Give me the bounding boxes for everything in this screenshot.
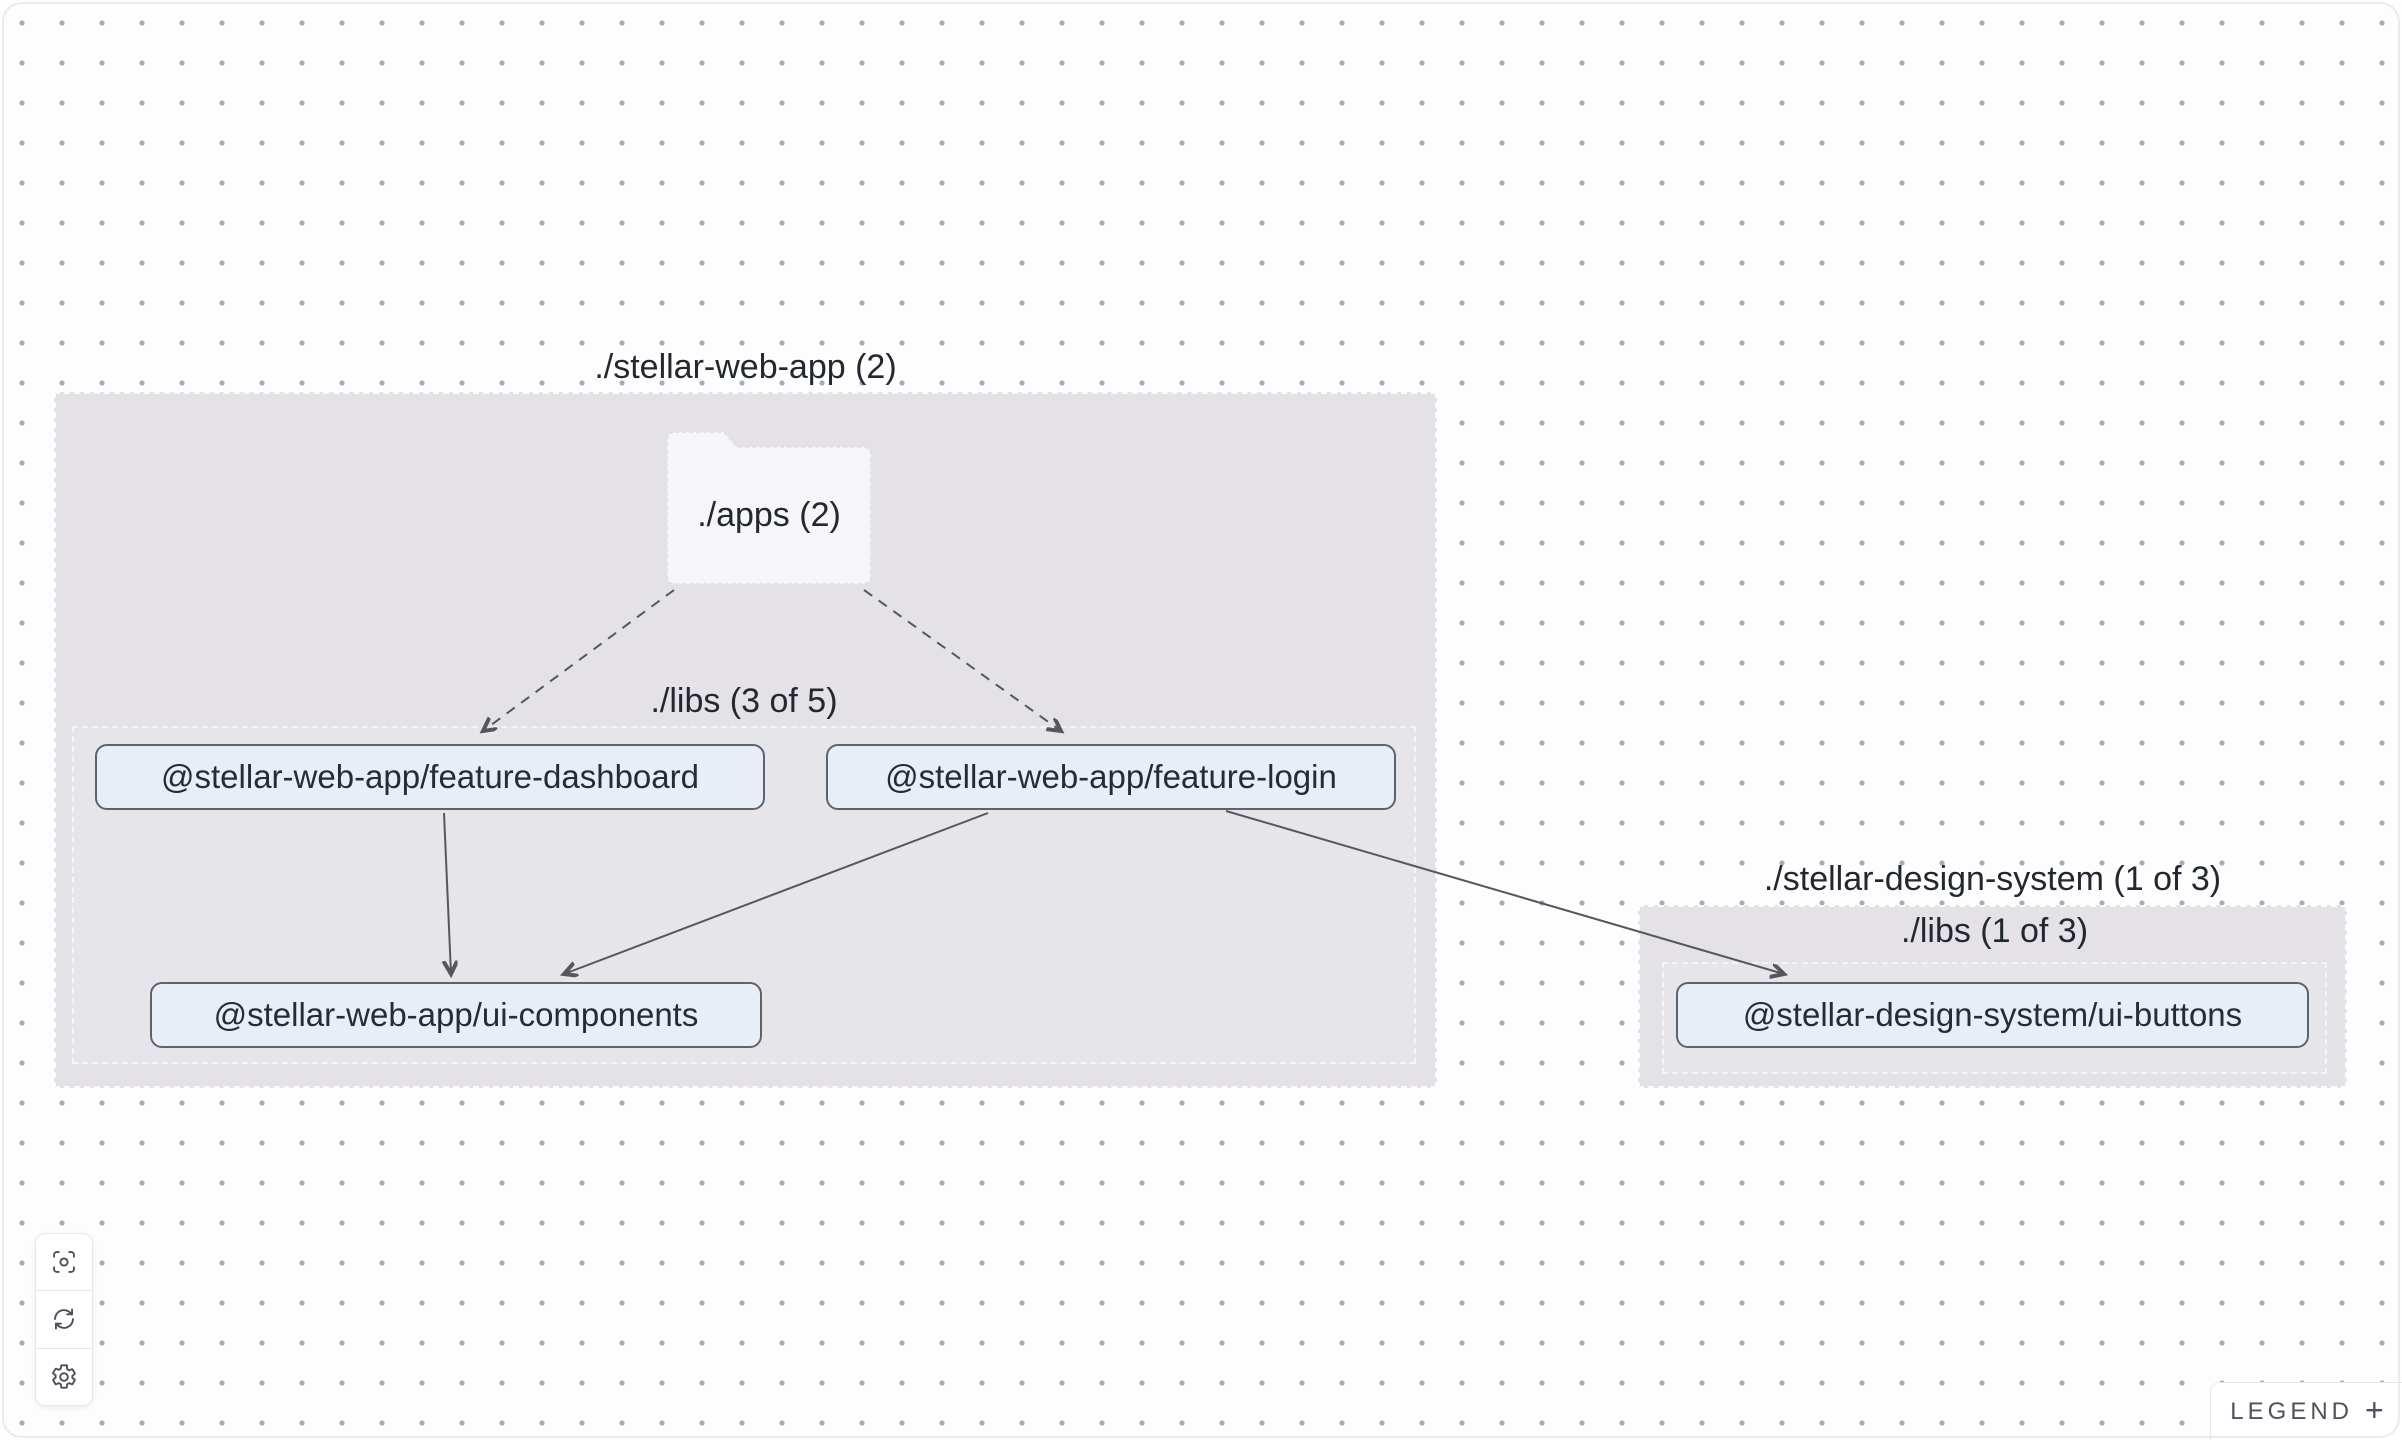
graph-toolbar — [35, 1233, 93, 1406]
edge-apps-to-feature-dashboard — [483, 589, 675, 731]
settings-button[interactable] — [36, 1347, 92, 1405]
edge-feature-login-to-ui-buttons — [1225, 810, 1784, 974]
legend-button[interactable]: LEGEND + — [2210, 1382, 2402, 1440]
subgroup-title-libs-design-system: ./libs (1 of 3) — [1900, 912, 2089, 950]
folder-node-label: ./apps (2) — [697, 496, 841, 534]
group-title-stellar-design-system: ./stellar-design-system (1 of 3) — [1763, 860, 2222, 898]
folder-icon — [667, 432, 871, 584]
edge-apps-to-feature-login — [863, 589, 1061, 731]
refresh-icon — [54, 1308, 74, 1330]
plus-icon: + — [2365, 1392, 2384, 1428]
subgroup-title-libs-web-app: ./libs (3 of 5) — [650, 682, 838, 720]
focus-button[interactable] — [36, 1234, 92, 1290]
node-ui-buttons[interactable]: @stellar-design-system/ui-buttons — [1676, 982, 2309, 1048]
settings-icon — [52, 1364, 76, 1389]
legend-label: LEGEND — [2230, 1398, 2353, 1425]
edge-feature-dashboard-to-ui-components — [444, 812, 451, 974]
node-ui-components[interactable]: @stellar-web-app/ui-components — [150, 982, 762, 1048]
group-title-stellar-web-app: ./stellar-web-app (2) — [594, 348, 897, 386]
node-feature-dashboard[interactable]: @stellar-web-app/feature-dashboard — [95, 744, 765, 810]
edge-feature-login-to-ui-components — [564, 812, 989, 974]
focus-icon — [53, 1251, 75, 1274]
node-feature-login[interactable]: @stellar-web-app/feature-login — [826, 744, 1396, 810]
refresh-button[interactable] — [36, 1290, 92, 1347]
folder-node-apps[interactable]: ./apps (2) — [667, 432, 871, 584]
